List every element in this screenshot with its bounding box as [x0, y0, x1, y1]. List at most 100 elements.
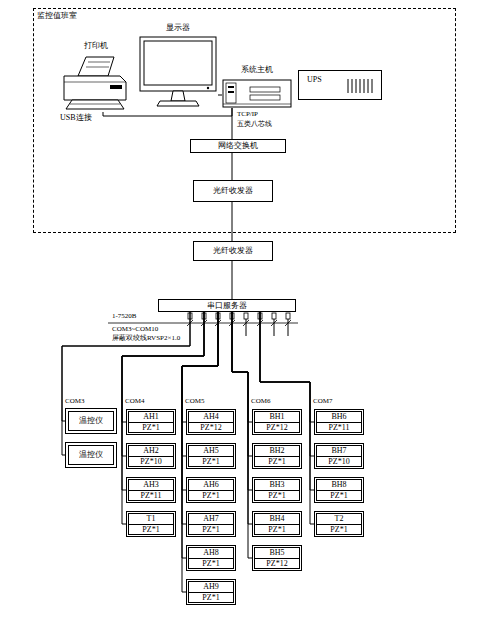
- connector-line: [232, 312, 254, 524]
- printer-icon: [58, 54, 133, 112]
- node-label: 显示器: [138, 22, 218, 34]
- port-label: COM3: [65, 397, 84, 406]
- node-sublabel: PZ*1: [129, 423, 173, 433]
- device-box: BH4PZ*1: [254, 513, 300, 535]
- node-label: AH3: [129, 480, 173, 491]
- node-label: BH5: [255, 548, 299, 559]
- connector-line: [232, 312, 254, 456]
- controller-box: 温控仪: [68, 445, 114, 465]
- connector-line: [62, 312, 190, 421]
- connector-line: [232, 202, 233, 241]
- node-label: 光纤收发器: [213, 246, 253, 256]
- node-label: BH3: [255, 480, 299, 491]
- spare-port-stubs: [246, 319, 288, 336]
- device-box: AH1PZ*1: [128, 411, 174, 433]
- node-sublabel: PZ*1: [189, 559, 233, 569]
- node-label: BH4: [255, 514, 299, 525]
- node-label: AH6: [189, 480, 233, 491]
- port-label: COM6: [251, 397, 270, 406]
- port-label: COM7: [313, 397, 332, 406]
- node-label: 监控值班室: [37, 11, 77, 21]
- node-label: 打印机: [58, 40, 133, 52]
- node-sublabel: PZ*1: [189, 525, 233, 535]
- node-label: T1: [129, 514, 173, 525]
- connector-line: [232, 108, 233, 139]
- node-label: 温控仪: [79, 450, 103, 460]
- switch-box: 网络交换机: [190, 139, 286, 153]
- device-box: BH3PZ*1: [254, 479, 300, 501]
- device-box: AH2PZ*10: [128, 445, 174, 467]
- port-label: COM5: [185, 397, 204, 406]
- node-sublabel: PZ*1: [255, 491, 299, 501]
- node-sublabel: PZ*1: [255, 525, 299, 535]
- node-sublabel: PZ*11: [317, 423, 361, 433]
- node-label: BH7: [317, 446, 361, 457]
- serial-server-box: 串口服务器: [158, 299, 296, 312]
- ups-box: UPS: [298, 70, 382, 100]
- node-label: 网络交换机: [218, 141, 258, 151]
- note-label: 五类八芯线: [237, 120, 272, 129]
- controller-box: 温控仪: [68, 411, 114, 431]
- device-box: BH5PZ*12: [254, 547, 300, 569]
- node-sublabel: PZ*1: [317, 525, 361, 535]
- connector-line: [232, 312, 254, 558]
- connector-line: [182, 312, 218, 456]
- device-box: BH6PZ*11: [316, 411, 362, 433]
- node-sublabel: PZ*1: [129, 525, 173, 535]
- node-label: BH2: [255, 446, 299, 457]
- device-box: AH7PZ*1: [188, 513, 234, 535]
- note-label: TCP/IP: [237, 110, 258, 119]
- device-box: T2PZ*1: [316, 513, 362, 535]
- node-sublabel: PZ*12: [255, 423, 299, 433]
- node-label: BH8: [317, 480, 361, 491]
- printer-node: 打印机: [58, 40, 133, 112]
- connector-line: [232, 312, 254, 422]
- device-box: BH7PZ*10: [316, 445, 362, 467]
- node-label: 光纤收发器: [213, 186, 253, 196]
- connector-line: [260, 312, 316, 422]
- node-sublabel: PZ*12: [255, 559, 299, 569]
- node-label: AH8: [189, 548, 233, 559]
- node-sublabel: PZ*10: [317, 457, 361, 467]
- node-label: 温控仪: [79, 416, 103, 426]
- host-node: 系统主机: [222, 64, 292, 108]
- connector-line: [62, 312, 190, 455]
- connector-line: [122, 312, 204, 456]
- connector-line: [232, 312, 254, 490]
- device-box: AH9PZ*1: [188, 581, 234, 603]
- connector-line: [232, 153, 233, 180]
- node-sublabel: PZ*10: [129, 457, 173, 467]
- monitor-node: 显示器: [138, 22, 218, 110]
- node-sublabel: PZ*1: [189, 491, 233, 501]
- monitor-icon: [138, 36, 218, 110]
- note-label: 屏蔽双绞线RVSP2×1.0: [112, 334, 180, 343]
- device-box: AH3PZ*11: [128, 479, 174, 501]
- cable-line: [108, 323, 298, 324]
- node-sublabel: PZ*1: [189, 593, 233, 603]
- device-box: AH5PZ*1: [188, 445, 234, 467]
- cable-slashes: [187, 320, 291, 326]
- device-box: BH1PZ*12: [254, 411, 300, 433]
- node-label: AH2: [129, 446, 173, 457]
- note-label: USB连接: [60, 113, 92, 123]
- device-box: AH4PZ*12: [188, 411, 234, 433]
- connector-line: [232, 261, 233, 299]
- port-markers: [188, 313, 290, 319]
- device-box: BH2PZ*1: [254, 445, 300, 467]
- node-label: BH6: [317, 412, 361, 423]
- node-label: BH1: [255, 412, 299, 423]
- node-sublabel: PZ*12: [189, 423, 233, 433]
- node-label: AH7: [189, 514, 233, 525]
- port-label: COM4: [125, 397, 144, 406]
- host-icon: [222, 79, 292, 109]
- connector-line: [182, 312, 218, 422]
- connector-line: [260, 312, 316, 456]
- node-sublabel: PZ*1: [189, 457, 233, 467]
- fiber-transceiver-box: 光纤收发器: [193, 241, 273, 261]
- node-label: T2: [317, 514, 361, 525]
- node-label: AH4: [189, 412, 233, 423]
- node-label: 系统主机: [222, 64, 292, 76]
- node-sublabel: PZ*1: [317, 491, 361, 501]
- node-sublabel: PZ*11: [129, 491, 173, 501]
